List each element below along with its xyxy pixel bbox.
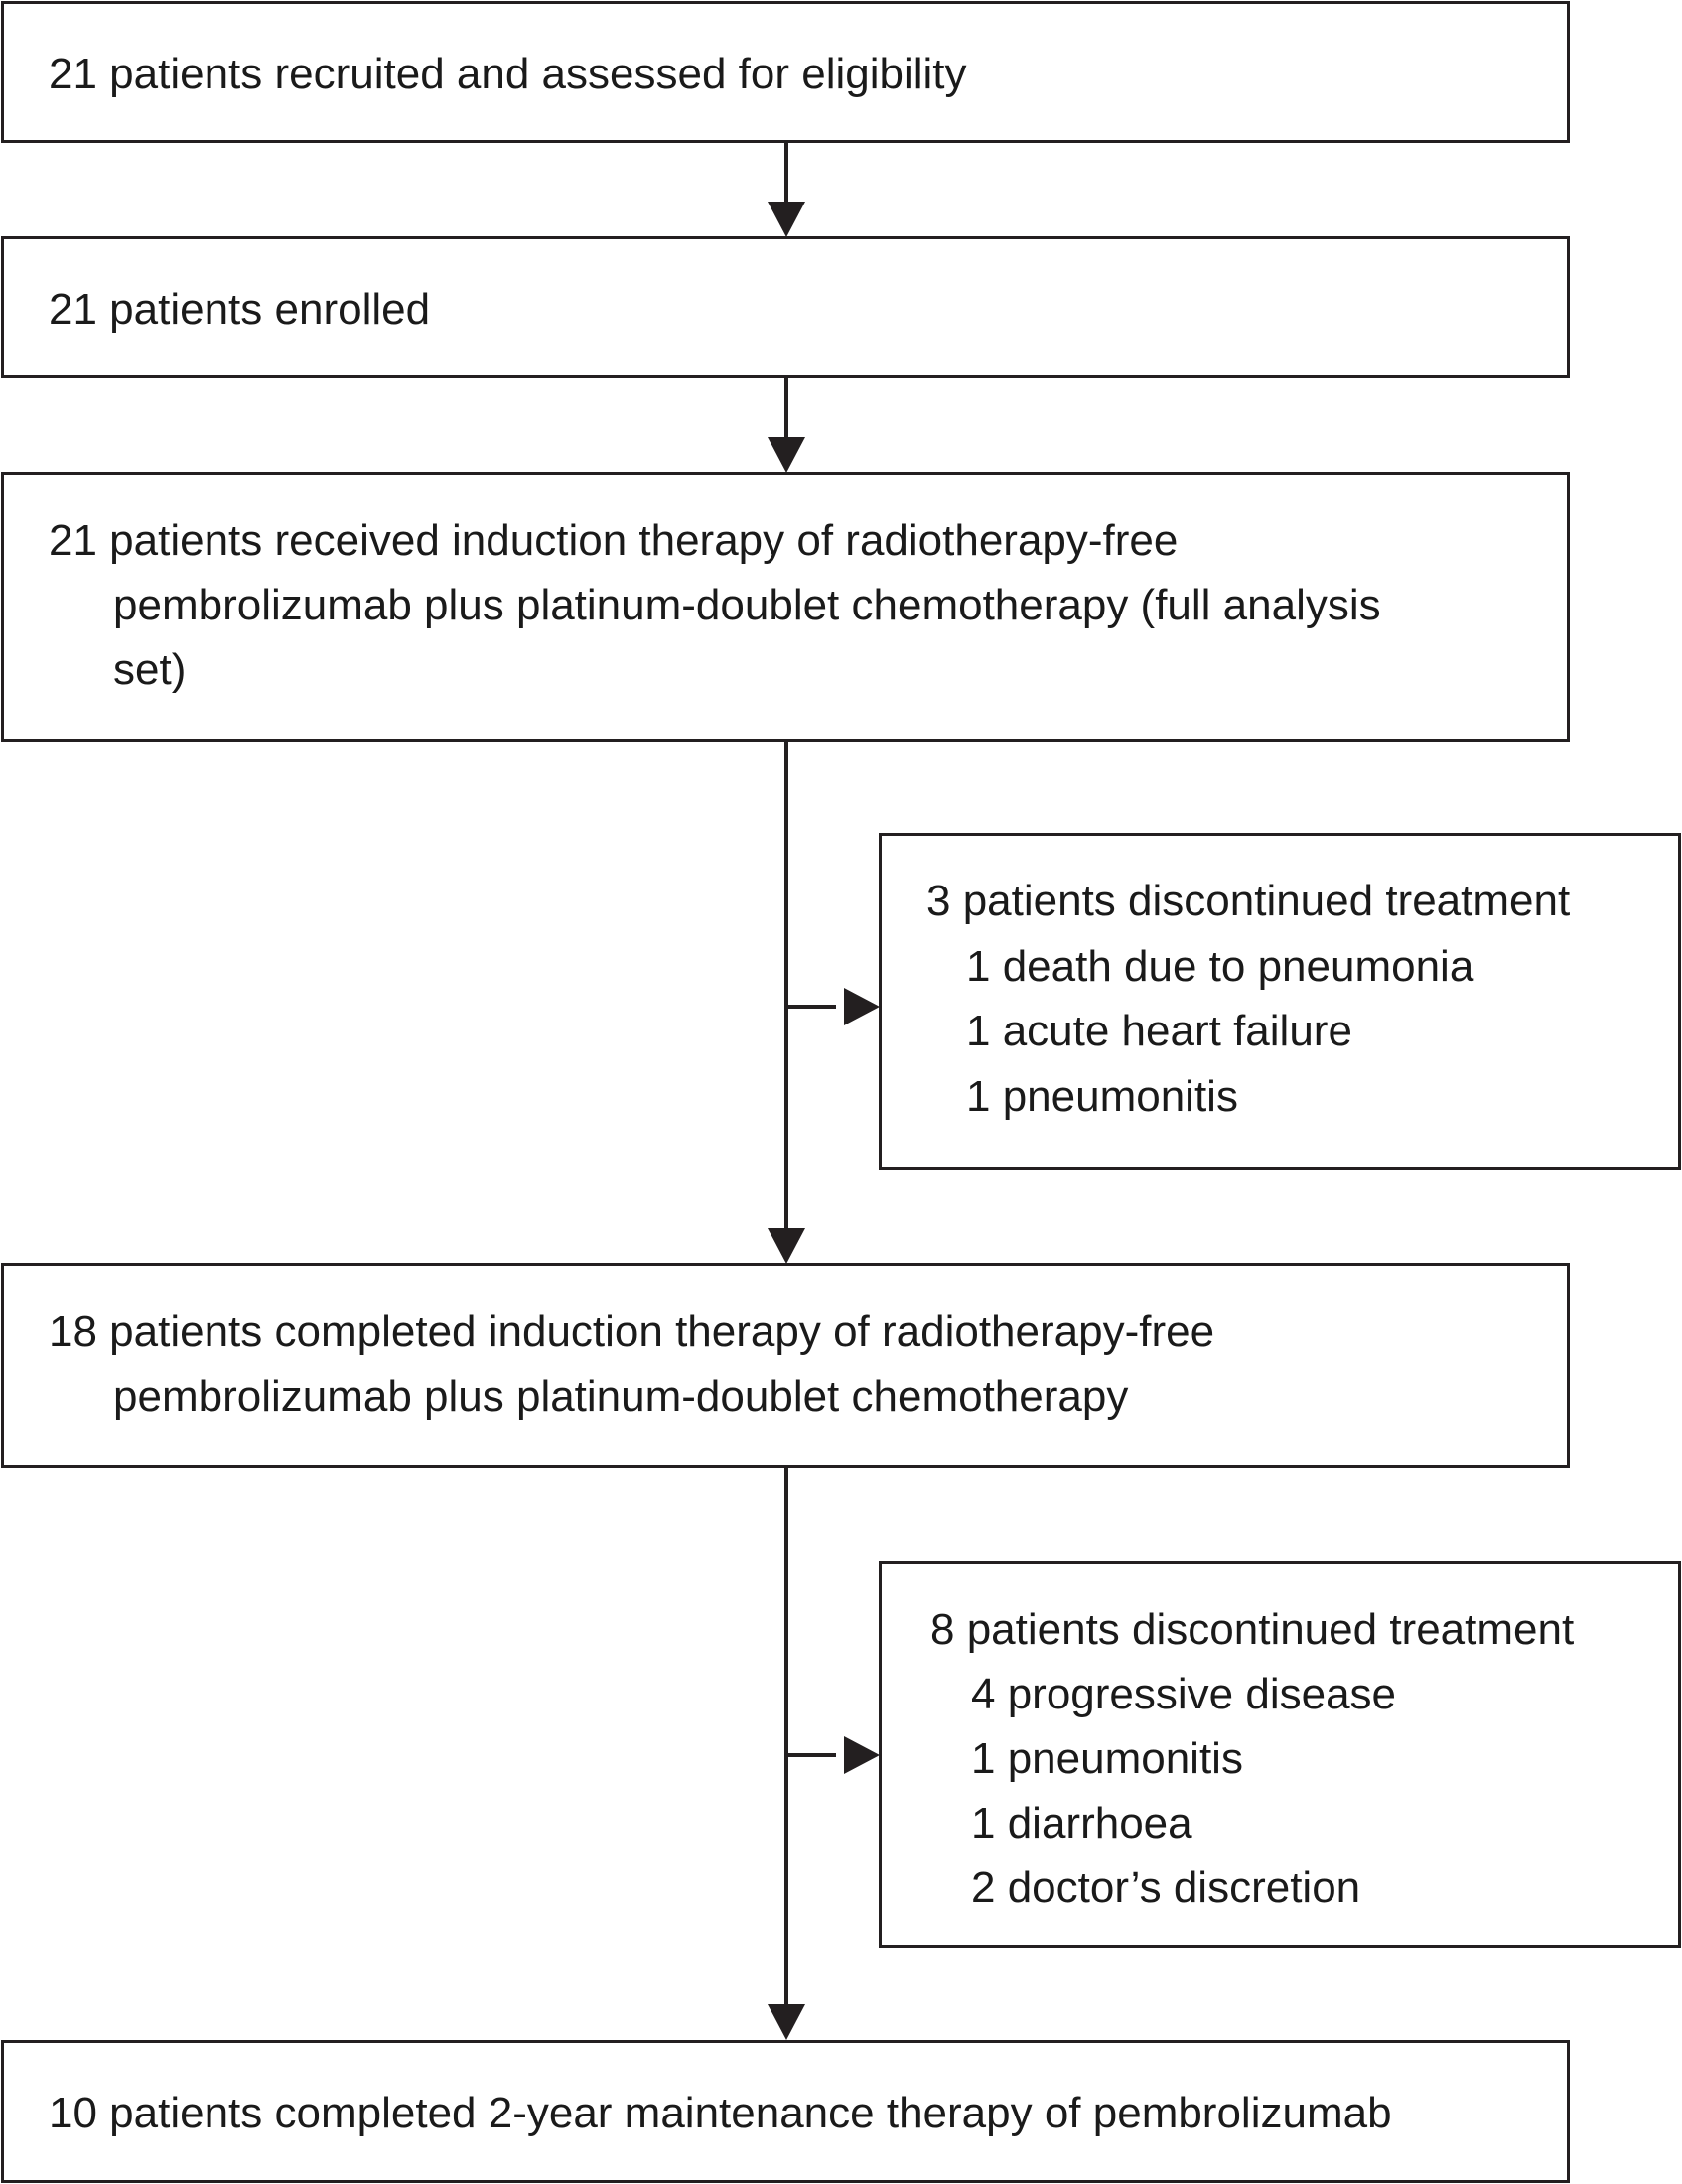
induction-received-line-2: pembrolizumab plus platinum-doublet chem… xyxy=(113,581,1381,629)
discontinued-induction-reason: 1 pneumonitis xyxy=(966,1072,1238,1121)
box-induction-completed: 18 patients completed induction therapy … xyxy=(1,1263,1570,1468)
box-enrolled: 21 patients enrolled xyxy=(1,236,1570,378)
connector-induction-to-completed xyxy=(784,742,788,1230)
box-maintenance-completed: 10 patients completed 2-year maintenance… xyxy=(1,2040,1570,2183)
induction-completed-line-1: 18 patients completed induction therapy … xyxy=(49,1307,1215,1356)
box-recruited: 21 patients recruited and assessed for e… xyxy=(1,1,1570,143)
arrow-right-1 xyxy=(844,988,880,1025)
discontinued-maintenance-reason: 4 progressive disease xyxy=(971,1670,1397,1718)
box-discontinued-induction: 3 patients discontinued treatment 1 deat… xyxy=(879,833,1681,1170)
discontinued-induction-reason: 1 death due to pneumonia xyxy=(966,942,1474,991)
maintenance-completed-text: 10 patients completed 2-year maintenance… xyxy=(49,2089,1392,2137)
discontinued-maintenance-reason: 1 diarrhoea xyxy=(971,1799,1192,1847)
arrow-down-3 xyxy=(768,1228,805,1264)
enrolled-text: 21 patients enrolled xyxy=(49,285,431,334)
induction-completed-line-2: pembrolizumab plus platinum-doublet chem… xyxy=(113,1372,1129,1421)
connector-completed-to-maintenance xyxy=(784,1468,788,2006)
discontinued-maintenance-reason: 2 doctor’s discretion xyxy=(971,1863,1361,1912)
connector-to-discontinued-maintenance xyxy=(786,1753,836,1757)
discontinued-induction-reason: 1 acute heart failure xyxy=(966,1007,1352,1055)
arrow-down-1 xyxy=(768,202,805,237)
recruited-text: 21 patients recruited and assessed for e… xyxy=(49,50,967,98)
induction-received-line-3: set) xyxy=(113,645,187,694)
discontinued-maintenance-header: 8 patients discontinued treatment xyxy=(930,1605,1575,1654)
connector-recruited-to-enrolled xyxy=(784,143,788,203)
arrow-down-4 xyxy=(768,2004,805,2040)
connector-to-discontinued-induction xyxy=(786,1005,836,1009)
discontinued-maintenance-reason: 1 pneumonitis xyxy=(971,1734,1243,1783)
discontinued-induction-header: 3 patients discontinued treatment xyxy=(926,877,1571,925)
connector-enrolled-to-induction xyxy=(784,378,788,438)
arrow-right-2 xyxy=(844,1736,880,1774)
arrow-down-2 xyxy=(768,437,805,473)
induction-received-line-1: 21 patients received induction therapy o… xyxy=(49,516,1179,565)
box-discontinued-maintenance: 8 patients discontinued treatment 4 prog… xyxy=(879,1561,1681,1948)
box-induction-received: 21 patients received induction therapy o… xyxy=(1,472,1570,742)
